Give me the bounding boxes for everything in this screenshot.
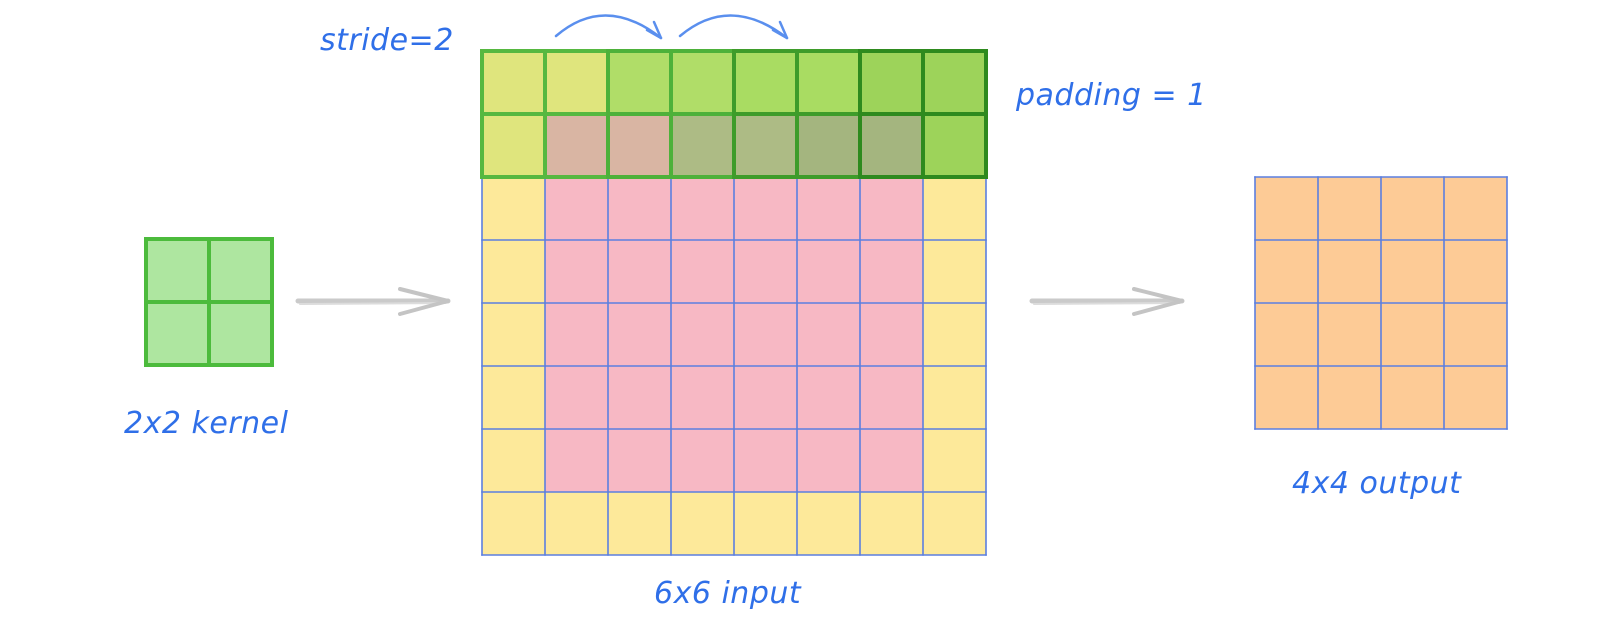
padding-cell <box>482 303 545 366</box>
input-cell <box>860 240 923 303</box>
padding-cell <box>923 303 986 366</box>
kernel-cell <box>146 302 209 365</box>
input-cell <box>734 303 797 366</box>
stride-arrow <box>678 14 789 40</box>
input-cell <box>608 366 671 429</box>
stride-label: stride=2 <box>320 23 454 58</box>
window-cell <box>482 114 545 177</box>
input-cell <box>608 177 671 240</box>
output-cell <box>1318 177 1381 240</box>
input-cell <box>608 240 671 303</box>
input-cell <box>545 303 608 366</box>
stride-arrow <box>554 14 663 40</box>
output-cell <box>1381 303 1444 366</box>
input-cell <box>545 429 608 492</box>
output-cell <box>1255 303 1318 366</box>
input-cell <box>860 303 923 366</box>
padding-cell <box>482 177 545 240</box>
padding-cell <box>608 492 671 555</box>
window-cell <box>734 51 797 114</box>
input-cell <box>545 240 608 303</box>
input-cell <box>608 429 671 492</box>
output-cell <box>1318 303 1381 366</box>
output-cell <box>1255 240 1318 303</box>
input-cell <box>860 177 923 240</box>
padding-cell <box>860 492 923 555</box>
kernel-window-overlay <box>480 49 988 179</box>
output-cell <box>1381 240 1444 303</box>
padding-cell <box>797 492 860 555</box>
kernel-label: 2x2 kernel <box>124 406 289 441</box>
output-cell <box>1255 177 1318 240</box>
padding-cell <box>923 366 986 429</box>
input-cell <box>734 177 797 240</box>
overlap-cell <box>797 114 860 177</box>
window-cell <box>923 114 986 177</box>
input-cell <box>860 429 923 492</box>
input-cell <box>545 177 608 240</box>
input-cell <box>734 366 797 429</box>
output-cell <box>1444 177 1507 240</box>
padding-cell <box>482 240 545 303</box>
output-grid <box>1254 176 1508 430</box>
input-cell <box>671 177 734 240</box>
window-cell <box>671 51 734 114</box>
output-cell <box>1444 240 1507 303</box>
kernel-cell <box>146 239 209 302</box>
padding-cell <box>671 492 734 555</box>
padding-cell <box>923 429 986 492</box>
window-cell <box>923 51 986 114</box>
padding-cell <box>923 492 986 555</box>
window-cell <box>545 51 608 114</box>
overlap-cell <box>734 114 797 177</box>
output-label: 4x4 output <box>1292 466 1462 501</box>
input-cell <box>797 366 860 429</box>
padding-cell <box>482 366 545 429</box>
kernel-to-input-arrow <box>295 287 451 316</box>
padding-cell <box>734 492 797 555</box>
input-cell <box>797 303 860 366</box>
output-cell <box>1318 240 1381 303</box>
output-cell <box>1255 366 1318 429</box>
input-cell <box>734 240 797 303</box>
padding-cell <box>923 177 986 240</box>
overlap-cell <box>671 114 734 177</box>
window-cell <box>797 51 860 114</box>
padding-label: padding = 1 <box>1015 78 1207 113</box>
input-cell <box>671 240 734 303</box>
kernel-cell <box>209 239 272 302</box>
input-cell <box>671 303 734 366</box>
output-cell <box>1381 366 1444 429</box>
input-cell <box>671 429 734 492</box>
input-cell <box>860 366 923 429</box>
padding-cell <box>482 429 545 492</box>
input-cell <box>797 177 860 240</box>
kernel-cell <box>209 302 272 365</box>
output-cell <box>1444 303 1507 366</box>
output-cell <box>1318 366 1381 429</box>
overlap-cell <box>608 114 671 177</box>
input-label: 6x6 input <box>654 576 802 611</box>
window-cell <box>482 51 545 114</box>
input-cell <box>671 366 734 429</box>
overlap-cell <box>860 114 923 177</box>
input-to-output-arrow <box>1029 287 1185 316</box>
kernel-grid <box>144 237 274 367</box>
output-cell <box>1444 366 1507 429</box>
padding-cell <box>545 492 608 555</box>
window-cell <box>608 51 671 114</box>
padding-cell <box>923 240 986 303</box>
input-cell <box>734 429 797 492</box>
input-cell <box>797 429 860 492</box>
window-cell <box>860 51 923 114</box>
input-cell <box>608 303 671 366</box>
input-cell <box>545 366 608 429</box>
padding-cell <box>482 492 545 555</box>
output-cell <box>1381 177 1444 240</box>
input-cell <box>797 240 860 303</box>
overlap-cell <box>545 114 608 177</box>
